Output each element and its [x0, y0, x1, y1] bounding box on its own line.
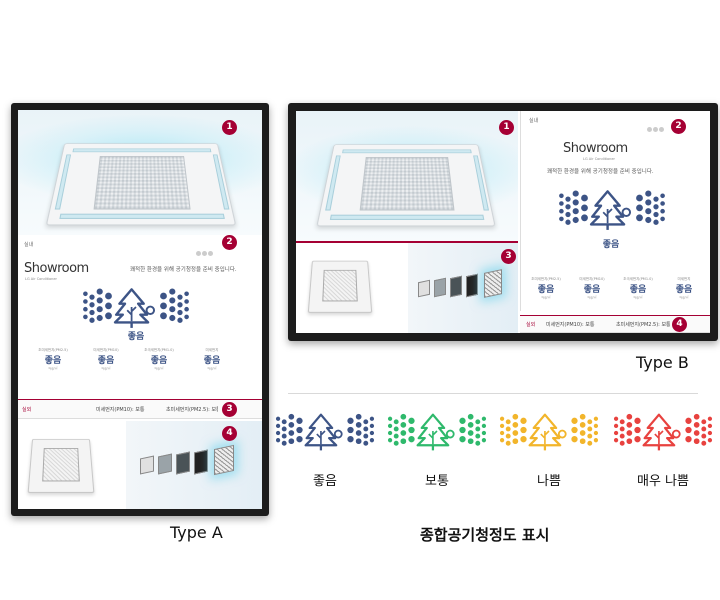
- outdoor-pm10: 미세먼지(PM10): 보통: [96, 407, 145, 413]
- type-b-product-image: [296, 243, 408, 333]
- tree-bad-icon: [498, 410, 600, 452]
- type-b-outdoor-bar: 실외 미세먼지(PM10): 보통 초미세먼지(PM2.5): 보통 4: [520, 315, 710, 333]
- badge-3: 3: [501, 249, 516, 264]
- type-a-monitor: 1 실내 2 Showroom LG Air Conditioner 쾌적한 환…: [11, 103, 269, 516]
- outdoor-pm10: 미세먼지(PM10): 보통: [546, 322, 595, 328]
- legend-label-normal: 보통: [425, 474, 449, 489]
- badge-4: 4: [222, 426, 237, 441]
- type-a-ac-image: 1: [18, 110, 262, 235]
- legend-label-very-bad: 매우 나쁨: [637, 474, 689, 489]
- status-description: 쾌적한 환경을 위해 공기청정을 준비 중입니다.: [547, 169, 654, 175]
- type-b-filter-image: 3: [408, 243, 518, 333]
- panel-dots: [196, 241, 213, 260]
- legend-caption: 종합공기청정도 표시: [420, 526, 550, 544]
- stat-cell-2: 미세먼지(PM10) 좋음 0㎍/㎥: [579, 277, 605, 299]
- showroom-title: Showroom: [563, 141, 628, 156]
- outdoor-label: 실외: [526, 322, 536, 328]
- type-b-info-panel: 실내 2 Showroom LG Air Conditioner 쾌적한 환경을…: [520, 111, 710, 311]
- stat-cell-3: 초극세먼지(PM1.0) 좋음 0㎍/㎥: [144, 348, 174, 370]
- stat-cell-4: 미세먼지 좋음 0㎍/㎥: [675, 277, 693, 299]
- showroom-title: Showroom: [24, 261, 89, 276]
- tree-good-icon: [557, 187, 667, 231]
- stat-cell-3: 초극세먼지(PM1.0) 좋음 0㎍/㎥: [623, 277, 653, 299]
- panel-title: 실내: [24, 242, 34, 248]
- status-label: 좋음: [602, 240, 620, 250]
- stat-cell-2: 미세먼지(PM10) 좋음 0㎍/㎥: [93, 348, 119, 370]
- outdoor-pm25: 초미세먼지(PM2.5): 보통: [166, 407, 218, 413]
- stat-cell-4: 미세먼지 좋음 0㎍/㎥: [203, 348, 221, 370]
- legend-label-good: 좋음: [313, 474, 337, 489]
- badge-1: 1: [499, 120, 514, 135]
- outdoor-pm25: 초미세먼지(PM2.5): 보통: [616, 322, 670, 328]
- showroom-subtitle: LG Air Conditioner: [25, 277, 57, 281]
- type-b-screen: 1 3 실내 2 Showroom LG Air Conditioner: [296, 111, 710, 333]
- tree-normal-icon: [386, 410, 488, 452]
- tree-good-icon: [274, 410, 376, 452]
- cassette-unit-photo: [307, 260, 373, 313]
- stat-cell-1: 초미세먼지(PM2.5) 좋음 0㎍/㎥: [531, 277, 561, 299]
- type-a-caption: Type A: [170, 523, 223, 542]
- status-description: 쾌적한 환경을 위해 공기청정을 준비 중입니다.: [130, 267, 237, 273]
- badge-2: 2: [671, 119, 686, 134]
- status-label: 좋음: [127, 332, 145, 342]
- cassette-unit-photo: [27, 438, 95, 493]
- showroom-subtitle: LG Air Conditioner: [583, 157, 615, 161]
- panel-title: 실내: [529, 118, 539, 124]
- badge-1: 1: [222, 120, 237, 135]
- section-divider: [288, 393, 698, 394]
- type-a-outdoor-bar: 실외 미세먼지(PM10): 보통 초미세먼지(PM2.5): 보통 3: [18, 399, 262, 419]
- type-b-caption: Type B: [636, 353, 689, 372]
- badge-3: 3: [222, 402, 237, 417]
- type-a-screen: 1 실내 2 Showroom LG Air Conditioner 쾌적한 환…: [18, 110, 262, 509]
- panel-dots: [647, 117, 664, 136]
- ceiling-cassette-unit: [316, 144, 496, 227]
- type-b-monitor: 1 3 실내 2 Showroom LG Air Conditioner: [288, 103, 718, 341]
- badge-4: 4: [672, 317, 687, 332]
- type-a-info-panel: 실내 2 Showroom LG Air Conditioner 쾌적한 환경을…: [18, 235, 262, 397]
- stat-cell-1: 초미세먼지(PM2.5) 좋음 0㎍/㎥: [38, 348, 68, 370]
- tree-good-icon: [80, 285, 192, 329]
- outdoor-label: 실외: [22, 407, 32, 413]
- ceiling-cassette-unit: [45, 143, 237, 226]
- badge-2: 2: [222, 235, 237, 250]
- legend-label-bad: 나쁨: [537, 474, 561, 489]
- type-b-ac-image: 1: [296, 111, 518, 241]
- type-a-product-image: [18, 421, 126, 509]
- type-a-filter-image: [126, 421, 262, 509]
- tree-very-bad-icon: [612, 410, 714, 452]
